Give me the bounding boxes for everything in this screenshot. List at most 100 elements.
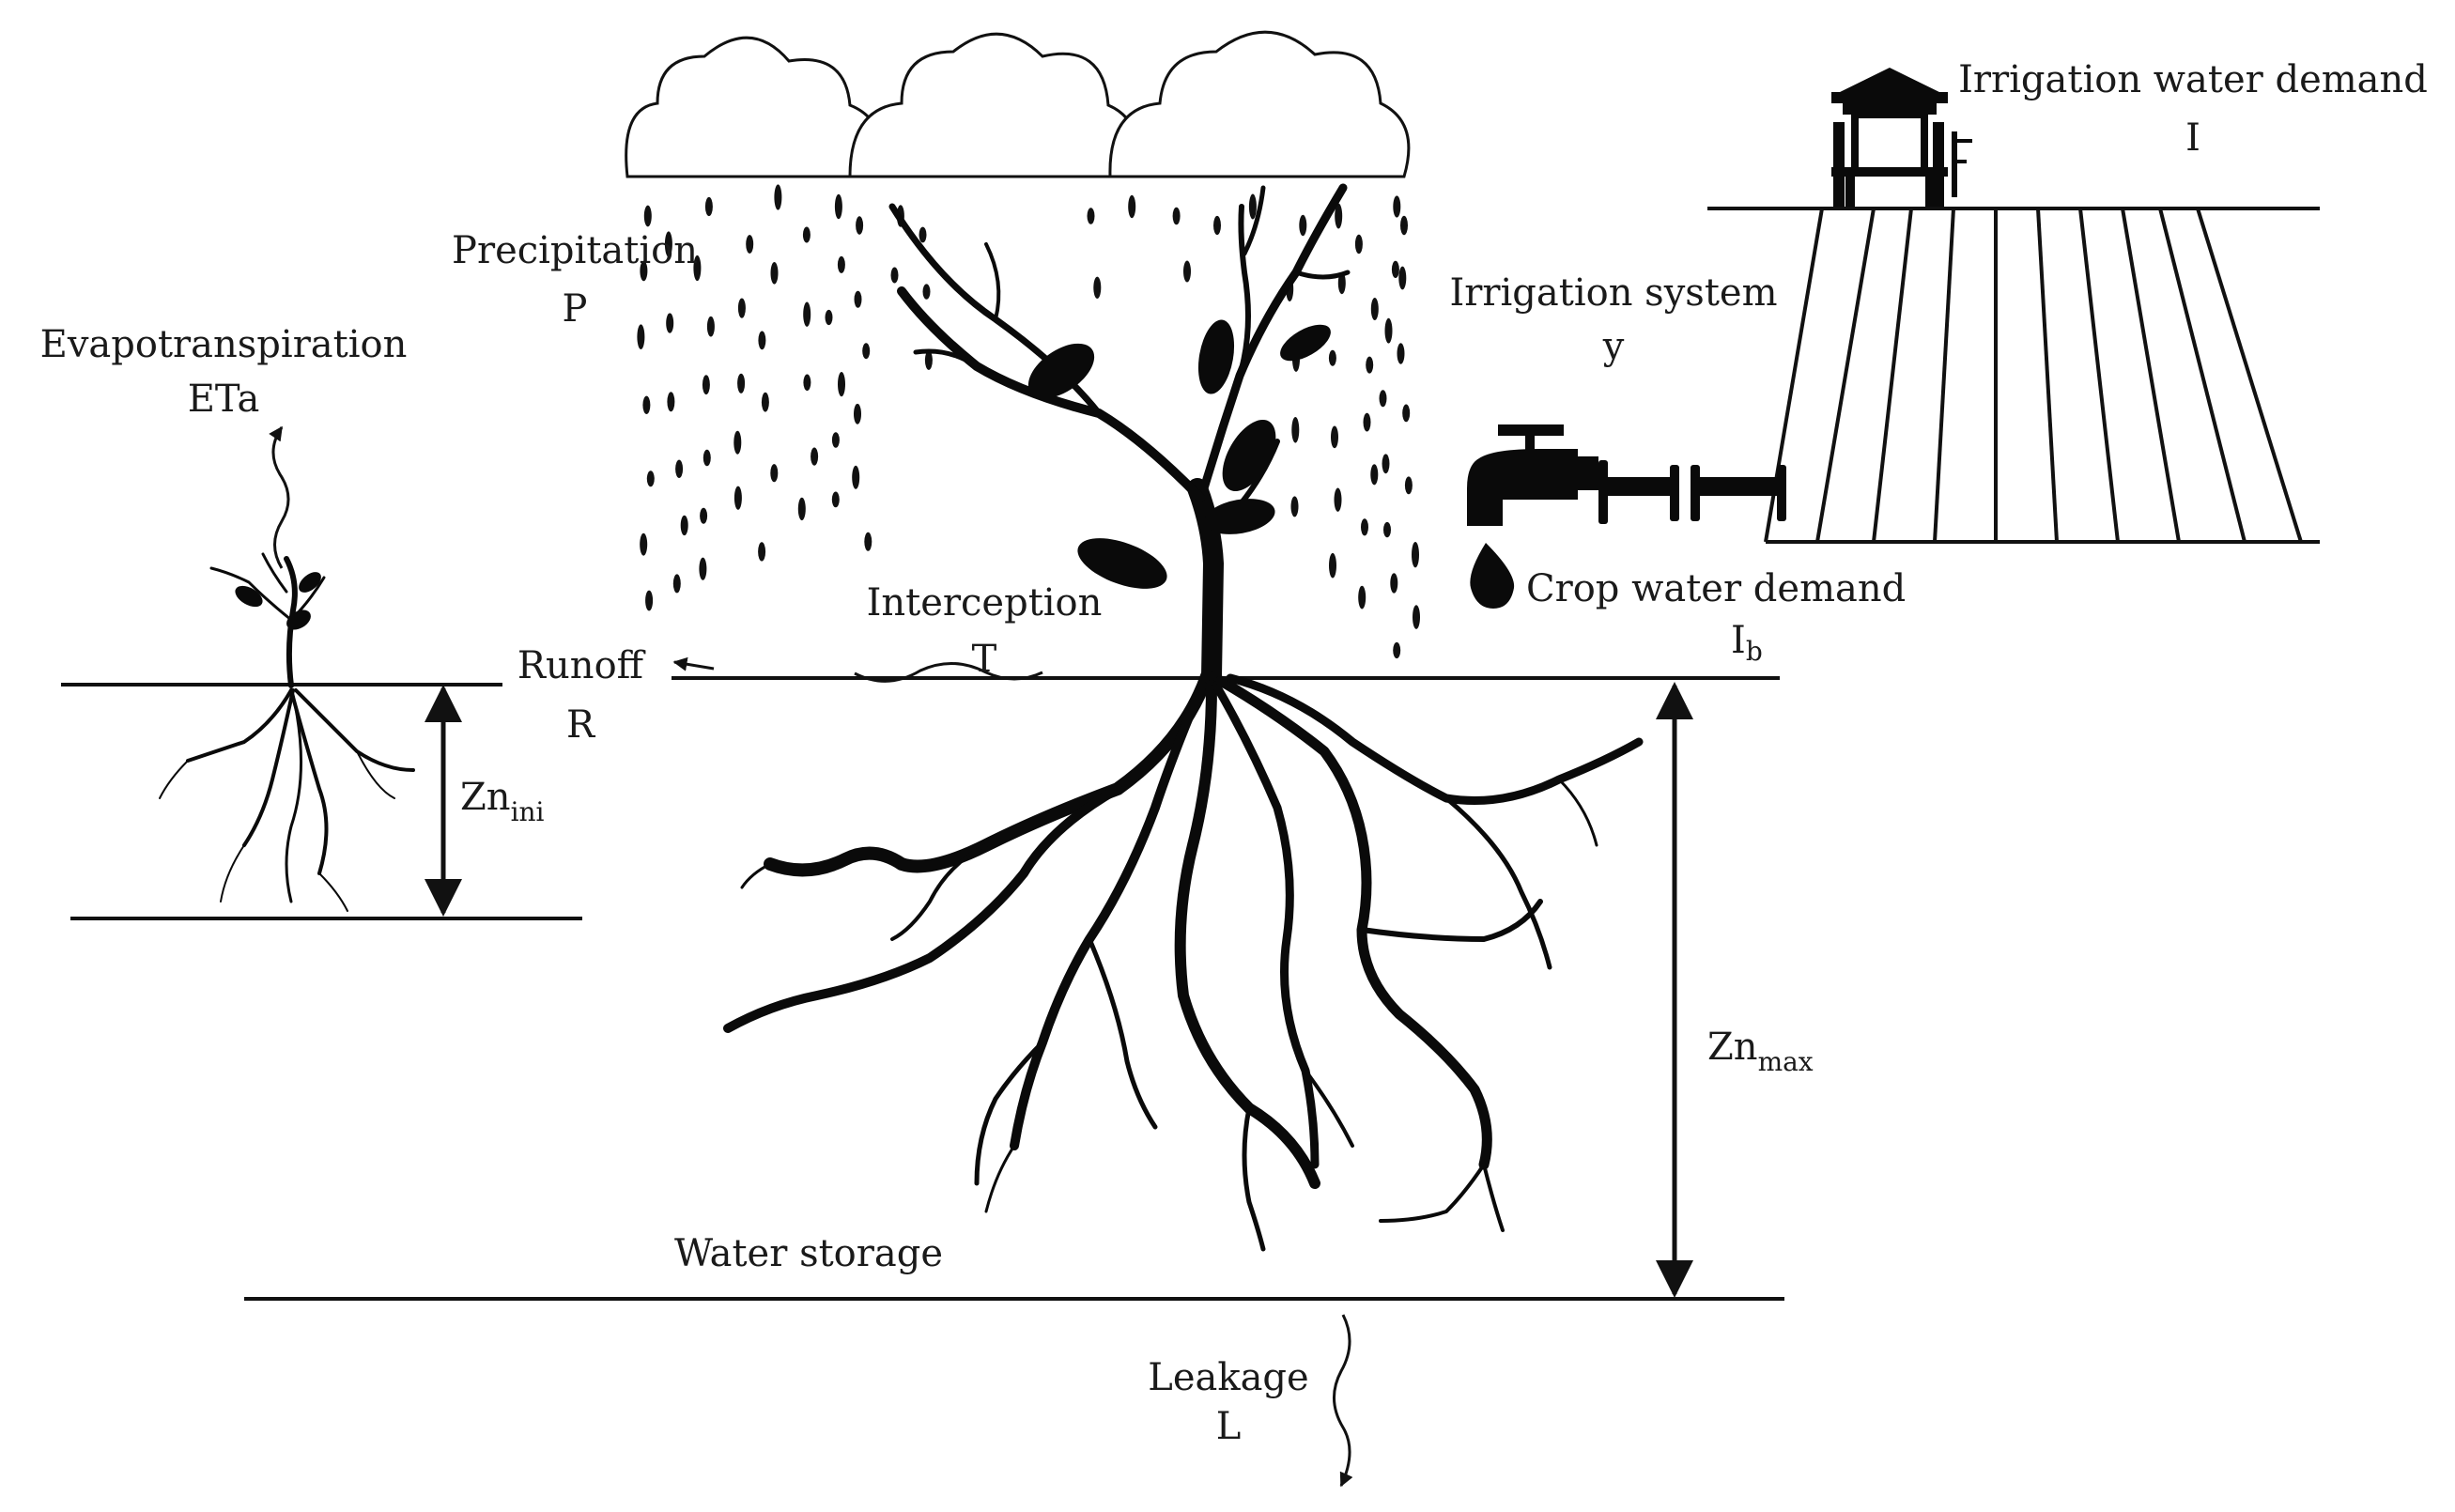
raindrop-icon [1412, 542, 1419, 568]
raindrop-icon [680, 515, 688, 536]
raindrop-icon [1379, 390, 1387, 408]
leaf [1222, 420, 1276, 491]
crop-demand-label: Crop water demand [1526, 567, 1906, 610]
raindrop-icon [1328, 349, 1336, 366]
raindrop-icon [1335, 203, 1343, 229]
raindrop-icon [643, 205, 652, 227]
zn-max-label: Znmax [1707, 1026, 1814, 1077]
raindrop-icon [1393, 641, 1401, 659]
raindrop-icon [803, 301, 811, 327]
raindrop-icon [637, 324, 645, 350]
evapotranspiration-label: Evapotranspiration [40, 323, 408, 366]
water-storage-label: Water storage [674, 1232, 943, 1275]
raindrop-icon [811, 447, 819, 466]
raindrop-icon [825, 309, 833, 326]
raindrop-icon [919, 226, 927, 243]
raindrop-icon [703, 449, 711, 467]
raindrop-icon [1404, 476, 1413, 495]
raindrop-icon [1370, 298, 1379, 320]
clouds [625, 30, 1411, 178]
field-furrow [1872, 208, 1913, 543]
raindrop-icon [1398, 266, 1407, 290]
raindrop-icon [834, 193, 842, 220]
raindrop-icon [737, 373, 746, 393]
labels: Evapotranspiration ETa Precipitation P R… [40, 58, 2428, 1448]
raindrop-icon [1354, 234, 1363, 255]
raindrop-icon [1470, 543, 1515, 609]
raindrop-icon [1291, 417, 1300, 443]
raindrop-icon [837, 255, 845, 273]
rain [637, 184, 1420, 659]
field-furrow [2158, 208, 2247, 543]
raindrop-icon [746, 235, 754, 254]
raindrop-icon [770, 464, 779, 483]
irrigation-demand-symbol: I [2185, 116, 2200, 160]
cloud-icon [1108, 30, 1411, 178]
raindrop-icon [838, 372, 845, 397]
raindrop-icon [1384, 317, 1393, 344]
raindrop-icon [802, 226, 811, 243]
raindrop-icon [774, 184, 782, 210]
leakage-arrow [1332, 1314, 1353, 1488]
raindrop-icon [645, 590, 654, 611]
precipitation-symbol: P [563, 287, 588, 331]
raindrop-icon [646, 471, 655, 487]
irrigation-demand-label: Irrigation water demand [1958, 58, 2428, 101]
raindrop-icon [831, 491, 840, 508]
runoff-label: Runoff [517, 644, 646, 687]
raindrop-icon [854, 403, 861, 424]
raindrop-icon [1358, 585, 1366, 609]
raindrop-icon [1383, 521, 1391, 538]
raindrop-icon [1331, 425, 1338, 449]
raindrop-icon [675, 459, 684, 478]
cloud-icon [848, 32, 1138, 178]
irrigation-system-symbol: y [1602, 325, 1625, 368]
raindrop-icon [1183, 260, 1191, 283]
tree-leaves [1027, 319, 1331, 589]
evapotranspiration-symbol: ETa [188, 378, 260, 421]
raindrop-icon [666, 313, 674, 333]
seedling-icon [159, 552, 415, 912]
field-furrow [2036, 208, 2059, 543]
raindrop-icon [1128, 194, 1136, 219]
precipitation-label: Precipitation [452, 229, 698, 272]
raindrop-icon [1400, 215, 1408, 236]
interception-label: Interception [867, 581, 1103, 625]
raindrop-icon [1334, 487, 1342, 512]
field-furrow [2196, 208, 2303, 543]
runoff-arrow [672, 656, 715, 671]
raindrop-icon [1337, 271, 1346, 295]
raindrop-icon [924, 350, 933, 370]
raindrop-icon [1382, 454, 1390, 474]
raindrop-icon [733, 430, 742, 455]
raindrop-icon [1370, 464, 1379, 486]
leaf [286, 609, 311, 630]
raindrop-icon [1329, 552, 1336, 579]
raindrop-icon [664, 231, 672, 257]
field-furrow [2121, 208, 2181, 543]
raindrop-icon [1413, 605, 1420, 629]
leakage-label: Leakage [1148, 1356, 1308, 1399]
leakage-symbol: L [1216, 1405, 1242, 1448]
irrigation-system-label: Irrigation system [1449, 271, 1777, 315]
raindrop-icon [1087, 208, 1095, 224]
raindrop-icon [770, 262, 779, 285]
raindrop-icon [1213, 215, 1221, 236]
raindrop-icon [640, 260, 648, 282]
raindrop-icon [667, 392, 675, 412]
raindrop-icon [706, 316, 715, 337]
water-tower-icon [1831, 68, 1972, 207]
field-furrow [1933, 208, 1955, 543]
raindrop-icon [758, 542, 766, 562]
field-furrow [2078, 208, 2120, 543]
raindrop-icon [737, 298, 746, 318]
raindrop-icon [803, 374, 811, 392]
leaf [1077, 538, 1167, 589]
leaf [1197, 319, 1235, 394]
field-icon [1707, 207, 2320, 544]
runoff-symbol: R [566, 703, 596, 747]
raindrop-icon [1397, 343, 1405, 364]
raindrop-icon [693, 255, 702, 282]
raindrop-icon [1290, 496, 1299, 517]
